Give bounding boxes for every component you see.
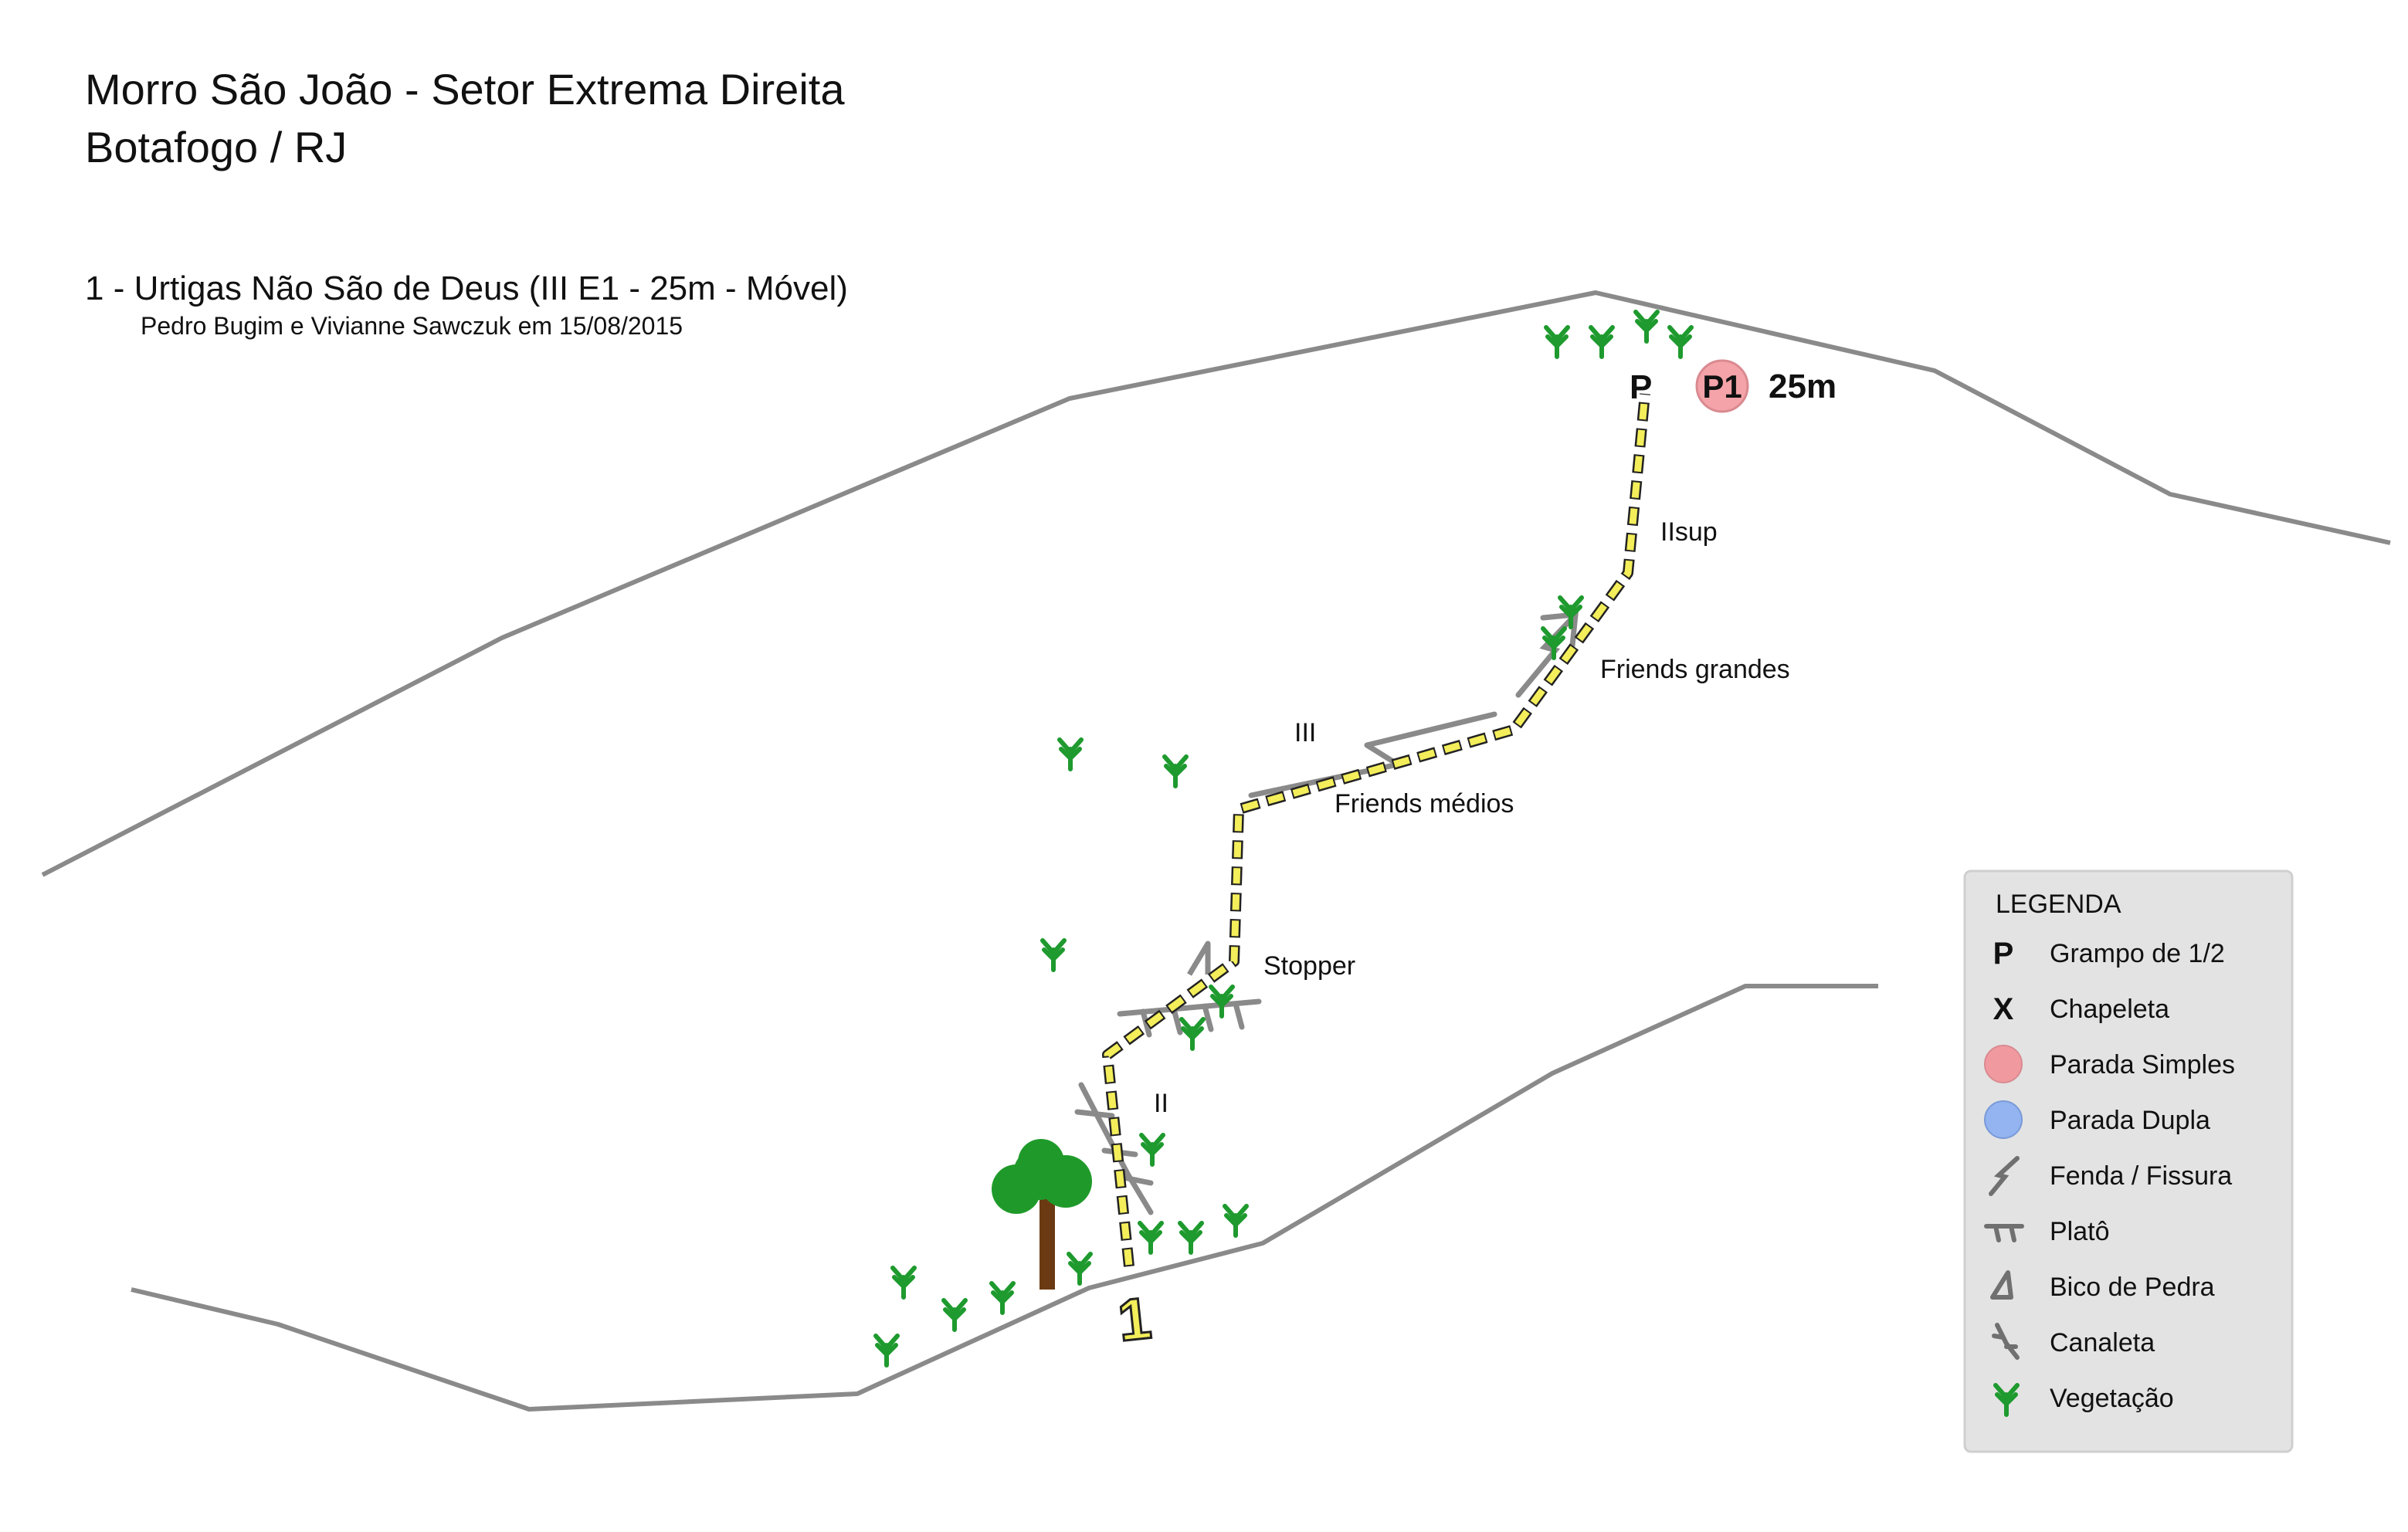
legend-box [1963, 869, 2294, 1453]
stopper-label: Stopper [1263, 951, 1355, 981]
plant-icon [1670, 327, 1691, 357]
vegetation-group [876, 312, 1691, 1365]
plant-icon [1043, 941, 1064, 970]
gully-feature [1074, 1082, 1154, 1215]
plant-icon [876, 1336, 897, 1365]
legend-item-label: Canaleta [2050, 1328, 2155, 1357]
flake-feature [1186, 941, 1211, 976]
plant-icon [1165, 757, 1186, 786]
plant-icon [1182, 1019, 1203, 1049]
friends-large-label: Friends grandes [1600, 655, 1790, 684]
grade-mid-label: III [1294, 718, 1316, 747]
legend-item-label: Parada Dupla [2050, 1106, 2210, 1135]
belay-station-icon [1695, 359, 1749, 413]
gully-icon [1992, 1323, 2020, 1360]
belay-label: P1 [1702, 368, 1742, 405]
plant-icon [1636, 312, 1657, 341]
route-name: 1 - Urtigas Não São de Deus (III E1 - 25… [85, 269, 848, 307]
legend-item-label: Bico de Pedra [2050, 1273, 2215, 1302]
plant-icon [1069, 1254, 1090, 1283]
bolt-symbol: P [1630, 368, 1652, 406]
title-line-1: Morro São João - Setor Extrema Direita [85, 65, 845, 114]
single-belay-icon [1984, 1045, 2023, 1083]
grade-top-label: IIsup [1660, 517, 1718, 547]
legend-item-label: Grampo de 1/2 [2050, 939, 2225, 968]
legend-item-label: Parada Simples [2050, 1050, 2235, 1080]
friends-medium-label: Friends médios [1335, 789, 1514, 819]
plant-icon [1141, 1135, 1163, 1164]
double-belay-icon [1984, 1100, 2023, 1139]
legend-hanger-symbol: X [1993, 992, 2014, 1026]
plant-icon [1225, 1206, 1246, 1235]
plant-icon [1060, 740, 1081, 769]
plant-icon [992, 1283, 1013, 1313]
plant-icon [944, 1300, 965, 1330]
plant-icon [893, 1268, 914, 1297]
legend-item-label: Vegetação [2050, 1384, 2174, 1413]
plant-icon [1591, 327, 1613, 357]
legend-item-label: Chapeleta [2050, 995, 2169, 1024]
legend-title: LEGENDA [1996, 890, 2121, 919]
title-line-2: Botafogo / RJ [85, 123, 347, 171]
crack-icon [1989, 1156, 2020, 1196]
rock-top-outline [41, 290, 2391, 877]
legend-item-label: Fenda / Fissura [2050, 1161, 2232, 1191]
route-authors: Pedro Bugim e Vivianne Sawczuk em 15/08/… [141, 312, 683, 340]
belay-height: 25m [1769, 368, 1837, 405]
legend-bolt-symbol: P [1993, 937, 2014, 971]
crack-middle [1248, 711, 1497, 798]
legend: LEGENDA P Grampo de 1/2 X Chapeleta Para… [1963, 869, 2294, 1453]
plant-icon [1140, 1223, 1162, 1252]
plant-icon [1180, 1223, 1202, 1252]
route-line [1102, 393, 1650, 1267]
plant-icon [1546, 327, 1568, 357]
ledge-icon [1984, 1224, 2024, 1242]
grade-low-label: II [1154, 1089, 1168, 1118]
legend-item-label: Platô [2050, 1217, 2110, 1246]
route-number-marker: 1 [1115, 1286, 1155, 1354]
flake-icon [1990, 1270, 2013, 1300]
tree-icon [992, 1139, 1092, 1290]
rock-bottom-outline [131, 984, 1878, 1412]
